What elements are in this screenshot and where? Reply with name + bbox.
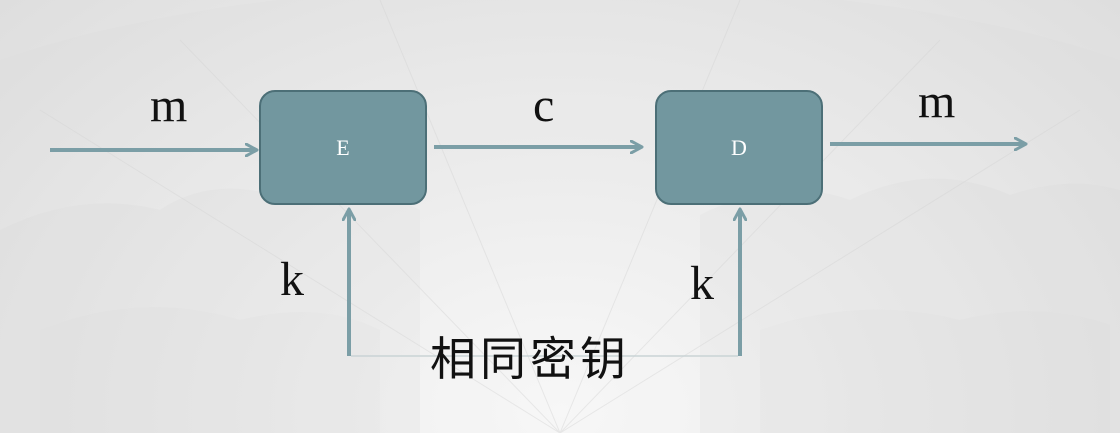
shared-key-caption: 相同密钥 <box>430 332 630 386</box>
plaintext-input-label: m <box>150 79 188 132</box>
encrypt-label: E <box>336 134 350 160</box>
key-label-left: k <box>280 253 304 306</box>
decrypt-box: D <box>655 90 823 205</box>
key-label-right: k <box>690 257 714 310</box>
encrypt-box: E <box>259 90 427 205</box>
plaintext-output-label: m <box>918 75 956 128</box>
ciphertext-label: c <box>533 79 555 132</box>
decrypt-label: D <box>731 134 747 160</box>
